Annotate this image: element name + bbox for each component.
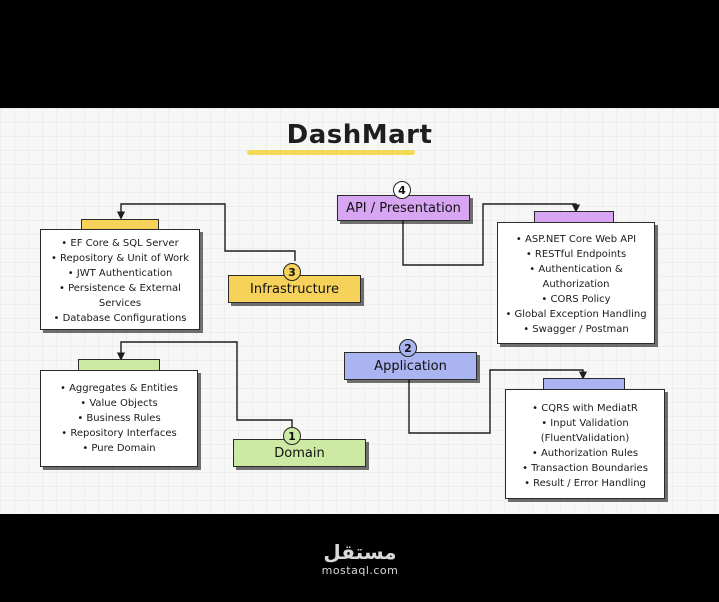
list-item: • Input Validation (541, 418, 629, 429)
list-item: • JWT Authentication (67, 268, 173, 279)
api-number-badge: 4 (393, 181, 411, 199)
list-item: • Persistence & External (59, 283, 181, 294)
infrastructure-details-box: • EF Core & SQL Server • Repository & Un… (40, 229, 200, 330)
application-label: Application (344, 352, 477, 380)
list-item: • Result / Error Handling (524, 478, 646, 489)
watermark-latin-text: mostaql.com (321, 564, 399, 577)
list-item: • RESTful Endpoints (525, 249, 627, 260)
list-item: • Pure Domain (82, 443, 156, 454)
domain-item-list: • Aggregates & Entities • Value Objects … (41, 381, 197, 456)
list-item: • Value Objects (80, 398, 158, 409)
list-item: • Swagger / Postman (523, 324, 629, 335)
application-details-box: • CQRS with MediatR • Input Validation (… (505, 389, 665, 499)
list-item: (FluentValidation) (540, 433, 630, 444)
list-item: • Repository Interfaces (61, 428, 177, 439)
list-item: • Aggregates & Entities (60, 383, 178, 394)
mostaql-watermark: مستقل mostaql.com (300, 540, 420, 578)
infrastructure-number-badge: 3 (283, 263, 301, 281)
list-item: • Database Configurations (53, 313, 187, 324)
list-item: • Repository & Unit of Work (50, 253, 190, 264)
list-item: • Transaction Boundaries (522, 463, 648, 474)
connector-lines (116, 203, 588, 435)
api-label: API / Presentation (337, 195, 470, 221)
application-number-badge: 2 (399, 339, 417, 357)
domain-number-badge: 1 (283, 427, 301, 445)
list-item: • CORS Policy (541, 294, 611, 305)
list-item: Services (98, 298, 142, 309)
connector-domain (116, 341, 293, 435)
connector-api (402, 203, 581, 266)
domain-details-box: • Aggregates & Entities • Value Objects … (40, 370, 198, 467)
list-item: • Authentication & (529, 264, 623, 275)
list-item: • CQRS with MediatR (532, 403, 638, 414)
title-underline (247, 150, 415, 155)
list-item: Authorization (542, 279, 610, 290)
watermark-arabic-text: مستقل (323, 540, 397, 564)
list-item: • ASP.NET Core Web API (515, 234, 637, 245)
list-item: • EF Core & SQL Server (61, 238, 179, 249)
application-item-list: • CQRS with MediatR • Input Validation (… (506, 401, 664, 491)
list-item: • Global Exception Handling (505, 309, 647, 320)
connector-application (408, 369, 588, 434)
api-item-list: • ASP.NET Core Web API • RESTful Endpoin… (498, 232, 654, 337)
list-item: • Authorization Rules (531, 448, 639, 459)
diagram-board: DashMart • EF Core & SQL Server • Reposi… (0, 108, 719, 514)
diagram-title: DashMart (286, 120, 433, 150)
domain-label: Domain (233, 439, 366, 467)
infrastructure-item-list: • EF Core & SQL Server • Repository & Un… (41, 236, 199, 326)
connector-infrastructure (116, 203, 296, 261)
list-item: • Business Rules (77, 413, 161, 424)
api-details-box: • ASP.NET Core Web API • RESTful Endpoin… (497, 222, 655, 344)
